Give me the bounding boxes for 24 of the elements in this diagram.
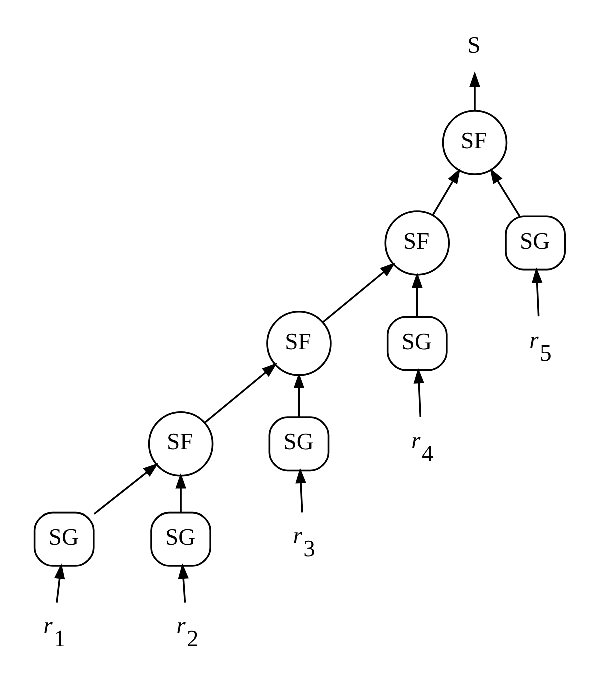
arrow <box>94 463 159 515</box>
arrow <box>414 368 425 418</box>
arrow <box>490 168 520 217</box>
node-box: SG <box>386 316 448 372</box>
node-circle: SF <box>266 311 332 376</box>
arrow <box>176 473 186 513</box>
arrow <box>178 564 189 603</box>
node-circle: SF <box>442 110 508 176</box>
node-text: S <box>468 33 481 60</box>
arrow <box>432 168 461 216</box>
node-circle: SF <box>148 411 214 477</box>
arrow <box>322 262 396 324</box>
node-box: SG <box>34 512 95 567</box>
arrow <box>470 72 480 111</box>
arrow <box>54 564 66 603</box>
arrow <box>532 268 543 317</box>
node-box: SG <box>268 416 330 472</box>
arrow <box>204 363 278 424</box>
arrow <box>294 373 305 418</box>
arrow <box>412 272 423 317</box>
arrow <box>296 468 306 513</box>
node-box: SG <box>505 216 566 271</box>
node-circle: SF <box>384 210 450 276</box>
node-box: SG <box>150 512 212 567</box>
